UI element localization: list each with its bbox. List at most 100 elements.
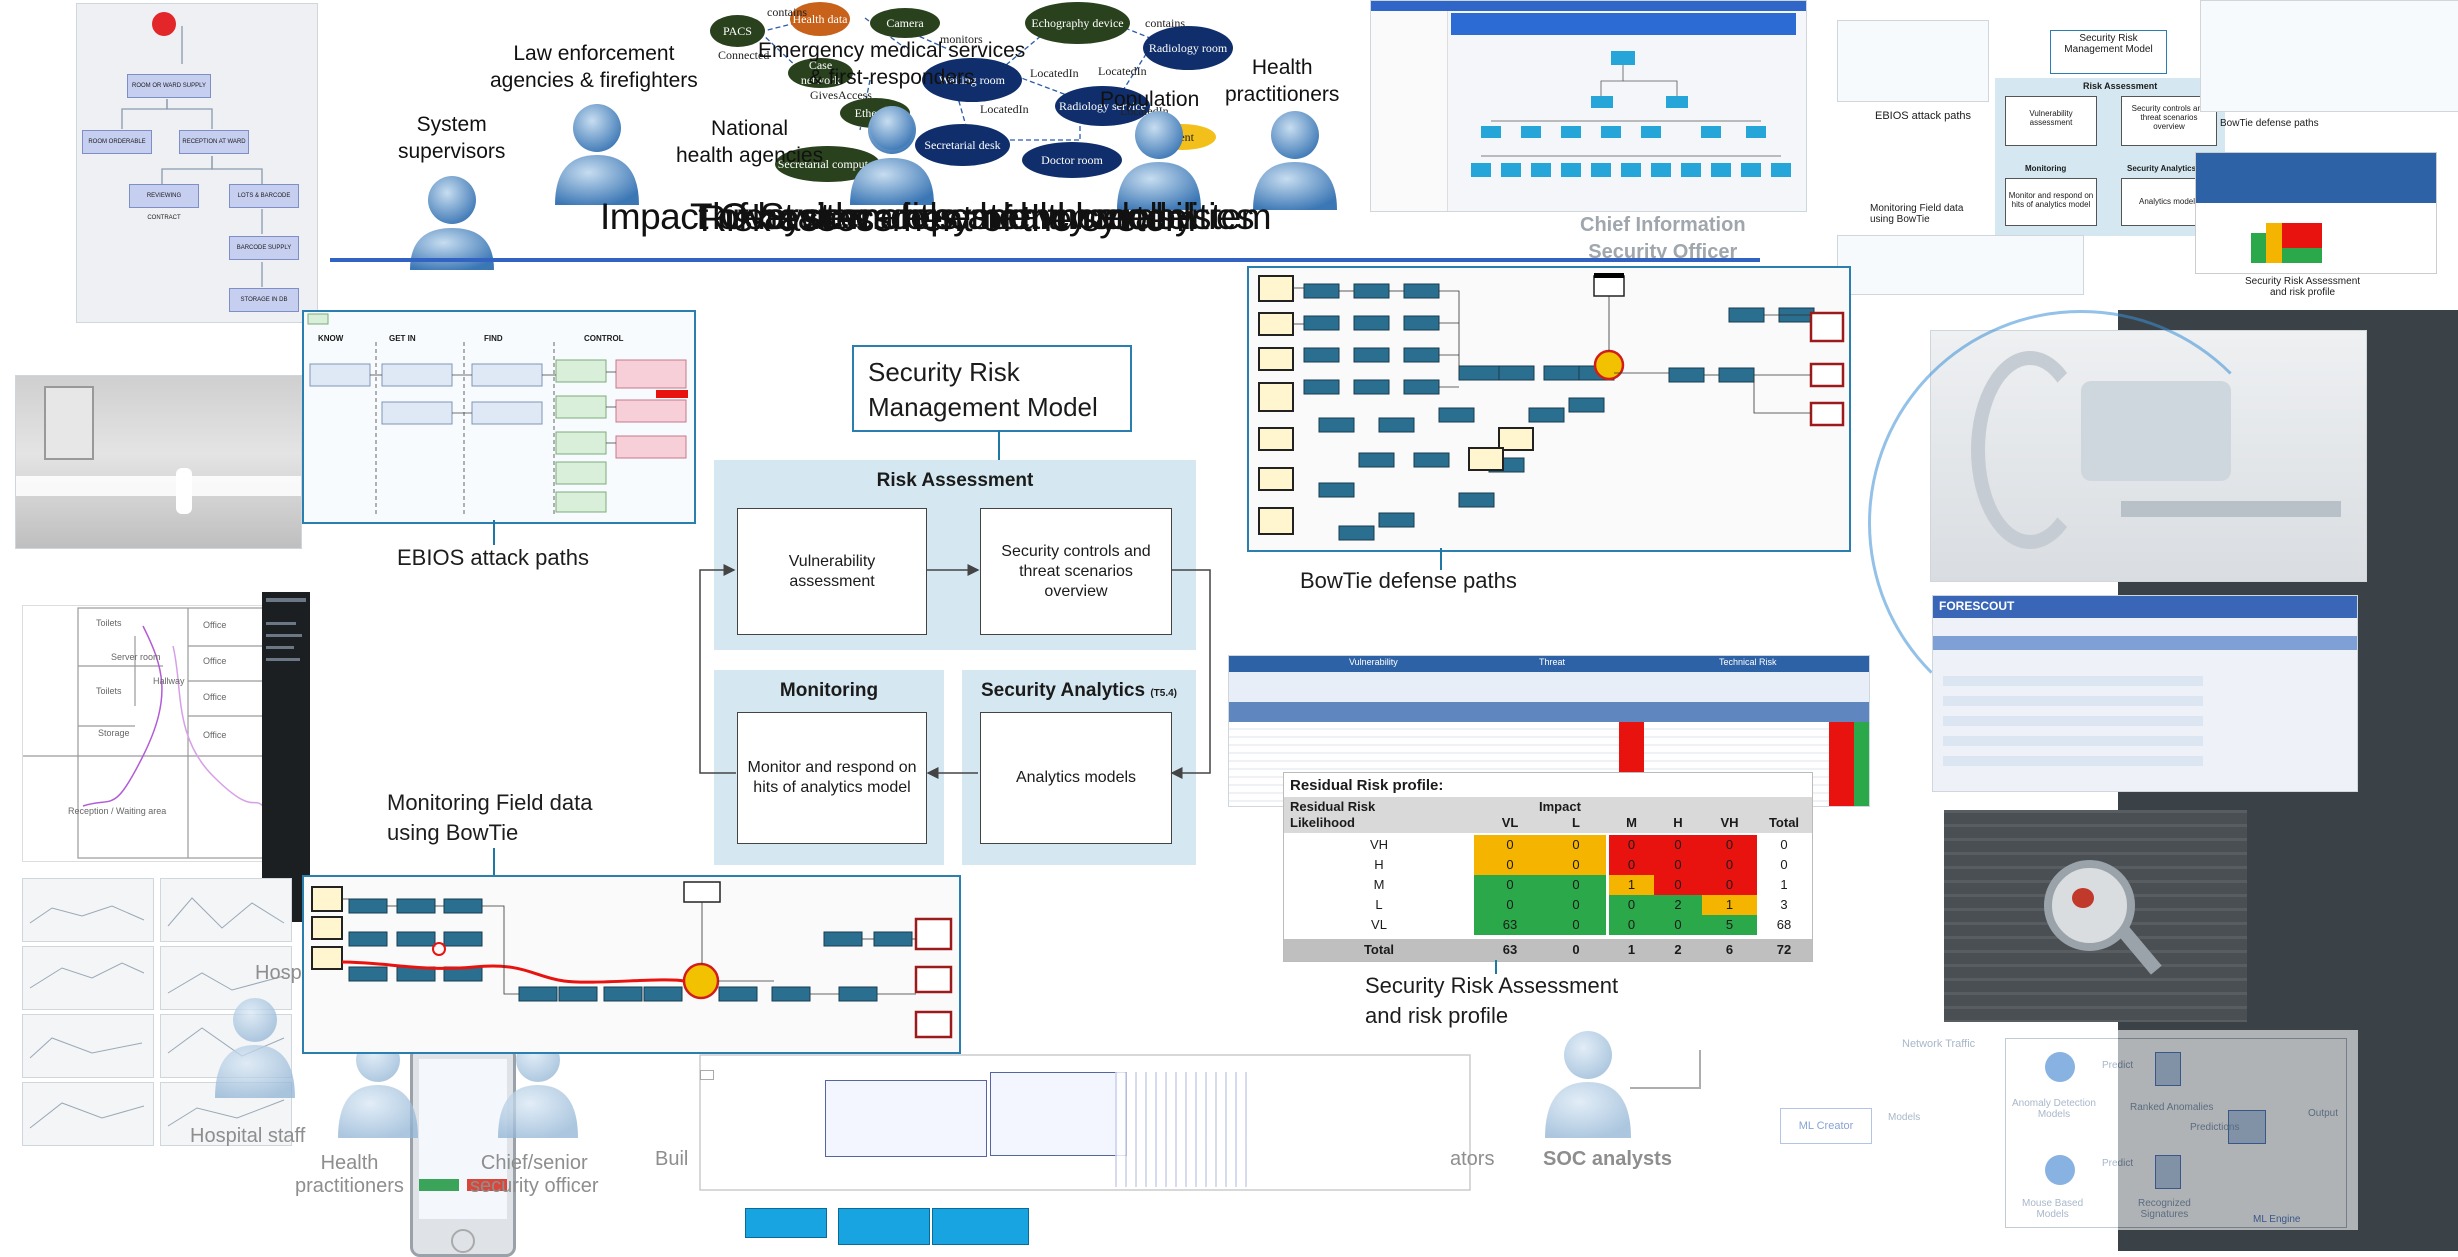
residual-risk-col-header: Total (1768, 815, 1800, 830)
residual-risk-cell: 0 (1546, 835, 1606, 856)
ontology-node-pacs: PACS (710, 15, 765, 47)
room-label: Office (203, 656, 227, 666)
residual-risk-cell: 1 (1759, 875, 1809, 896)
security-analytics-title: Security Analytics (T5.4) (962, 680, 1196, 702)
mini-model-title: Security Risk Management Model (2050, 30, 2167, 74)
role-ciso: Chief Information Security Officer (1580, 214, 1746, 263)
overlay-title-impact: Impact of healthcare system model (600, 196, 1158, 237)
room-label: Reception / Waiting area (68, 806, 167, 816)
ontology-node-radiology-room: Radiology room (1143, 26, 1233, 70)
role-soc-analysts: SOC analysts (1543, 1148, 1672, 1170)
residual-risk-cell: 0 (1609, 915, 1654, 936)
residual-risk-title: Residual Risk profile: (1290, 777, 1444, 794)
residual-risk-col-header: H (1673, 815, 1683, 830)
residual-risk-cell: 0 (1546, 855, 1606, 876)
edge-label: contains (767, 5, 807, 19)
residual-risk-cell: 2 (1654, 895, 1702, 916)
residual-risk-row-label: VH (1369, 837, 1389, 852)
tree-root-node: ROOM OR WARD SUPPLY (127, 74, 211, 98)
edge-label: GivesAccess (810, 88, 872, 102)
edge-label: contains (1145, 16, 1185, 30)
door-icon (44, 386, 94, 460)
sa-title-text: Security Analytics (981, 680, 1146, 701)
residual-risk-cell: 0 (1654, 875, 1702, 896)
dark-app-sidebar (262, 592, 310, 922)
slide-divider (330, 258, 1760, 262)
role-health-practitioners-bottom: Health practitioners (295, 1152, 404, 1197)
overlay-title-overview: Overview of the healthcare system (720, 196, 1272, 237)
residual-risk-total-cell: 6 (1725, 942, 1734, 957)
ml-creator-box: ML Creator (1780, 1108, 1872, 1144)
ontology-node-camera: Camera (870, 8, 940, 38)
residual-risk-cell: 68 (1759, 915, 1809, 936)
residual-risk-cell: 0 (1546, 875, 1606, 896)
overlay-title-risk: Risk assessment of the system (700, 198, 1196, 239)
residual-risk-col-header: VL (1501, 815, 1519, 830)
mini-field-caption: Monitoring Field data using BowTie (1870, 203, 1964, 225)
bug-icon (2072, 888, 2094, 908)
residual-risk-col-header: M (1626, 815, 1637, 830)
mini-ebios-caption: EBIOS attack paths (1875, 110, 1971, 122)
floor-plan-image: Toilets Office Server room Toilets Offic… (22, 605, 269, 862)
uml-class-diagram (700, 1060, 1380, 1248)
edge-label: monitors (940, 32, 983, 46)
residual-risk-cell: 0 (1474, 895, 1546, 916)
monitoring-connector (493, 848, 495, 876)
ontology-graph: PACS Health data Camera Echography devic… (700, 0, 1240, 185)
residual-risk-cell: 0 (1759, 855, 1809, 876)
ontology-node-secretarial-desk: Secretarial desk (915, 124, 1010, 166)
role-chief-security-officer: Chief/senior security officer (470, 1152, 599, 1197)
room-render-image (15, 375, 302, 549)
room-label: Storage (98, 728, 130, 738)
ml-engine-label: ML Engine (2253, 1214, 2301, 1225)
residual-risk-cell: 0 (1759, 835, 1809, 856)
ml-ranked-label: Ranked Anomalies (2130, 1102, 2214, 1113)
tree-node: RECEPTION AT WARD (179, 130, 249, 154)
residual-risk-row-label: H (1374, 857, 1384, 872)
document-icon (2155, 1052, 2181, 1086)
ml-output-label: Output (2308, 1108, 2339, 1119)
controls-box: Security controls and threat scenarios o… (980, 508, 1172, 635)
residual-risk-row-header: Residual Risk Likelihood (1290, 799, 1376, 830)
title-connector (998, 430, 1000, 460)
room-label: Toilets (96, 618, 122, 628)
edge-label: LocatedIn (1098, 64, 1147, 78)
edge-label: LocatedIn (980, 102, 1029, 116)
room-label: Office (203, 620, 227, 630)
tree-connectors (121, 12, 263, 287)
model-title-box: Security Risk Management Model (852, 345, 1132, 432)
network-icon (2045, 1155, 2075, 1185)
vulnerability-box: Vulnerability assessment (737, 508, 927, 635)
risk-assessment-title: Risk Assessment (876, 470, 1034, 491)
residual-risk-cell: 0 (1654, 915, 1702, 936)
overlay-title-dependency: System dependency model (760, 196, 1195, 237)
app-logo-icon (152, 12, 176, 36)
ml-predictions-label: Predictions (2190, 1122, 2240, 1133)
ml-anomaly-label: Anomaly Detection Models (2012, 1098, 2096, 1120)
tree-node: REVIEWING CONTRACT (129, 184, 199, 221)
mini-sa-title: Security Analytics (2127, 164, 2197, 173)
residual-risk-cell: 0 (1654, 855, 1702, 876)
residual-risk-total-cell: 63 (1502, 942, 1518, 957)
residual-risk-cell: 0 (1702, 875, 1757, 896)
tree-node: BARCODE SUPPLY (229, 236, 299, 260)
residual-risk-row-label: L (1375, 897, 1383, 912)
ebios-panel: KNOW GET IN FIND CONTROL (302, 310, 696, 524)
room-label: Toilets (96, 686, 122, 696)
residual-risk-total-cell: 72 (1776, 942, 1792, 957)
room-label: Hallway (153, 676, 185, 686)
risk-col-technical: Technical Risk (1719, 657, 1777, 667)
mini-monitor-box: Monitor and respond on hits of analytics… (2005, 178, 2097, 226)
mini-bowtie-caption: BowTie defense paths (2220, 118, 2319, 129)
monitoring-bowtie-panel (302, 875, 961, 1054)
blue-arc-decor (1868, 310, 2294, 736)
residual-risk-cell: 0 (1474, 875, 1546, 896)
residual-risk-cell: 0 (1702, 835, 1757, 856)
monitoring-title: Monitoring (779, 680, 879, 701)
risk-profile-caption: Security Risk Assessment and risk profil… (1365, 973, 1619, 1028)
forescout-console: FORESCOUT (1932, 595, 2358, 792)
mini-ctrl-box: Security controls and threat scenarios o… (2121, 96, 2217, 146)
residual-risk-profile: Residual Risk profile: Residual Risk Lik… (1283, 772, 1813, 962)
